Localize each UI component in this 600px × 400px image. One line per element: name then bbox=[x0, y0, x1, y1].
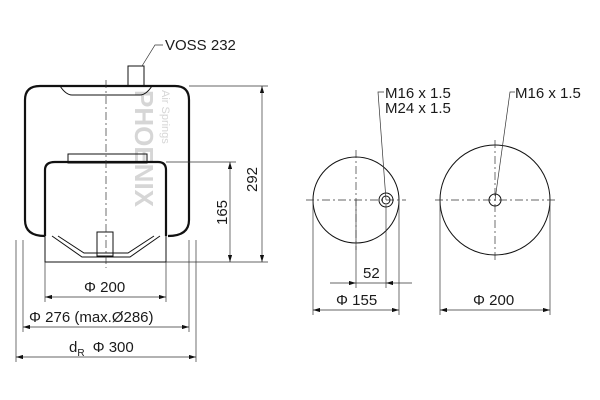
watermark-tagline: Air Springs bbox=[159, 90, 171, 144]
bellow-outline bbox=[23, 84, 191, 238]
thread-leader bbox=[494, 91, 515, 201]
rolling-diameter-text: dR Φ 300 bbox=[69, 339, 134, 359]
piston-insert bbox=[96, 231, 114, 257]
bottom-view: M16 x 1.5 Φ 200 bbox=[435, 85, 581, 315]
piston-outline bbox=[43, 160, 168, 236]
top-plate bbox=[59, 85, 153, 96]
height-piston-label: 165 bbox=[214, 200, 231, 225]
rolling-diameter-label: Φ 300 bbox=[93, 339, 134, 356]
thread-1-label: M16 x 1.5 bbox=[385, 85, 451, 102]
side-view: VOSS 232 292 165 Φ 200 Φ 276 (max.Ø286) … bbox=[15, 37, 268, 362]
fitting bbox=[127, 65, 145, 87]
rolling-prefix: d bbox=[69, 339, 77, 356]
top-view: M16 x 1.5 M24 x 1.5 52 Φ 155 bbox=[306, 85, 451, 315]
piston-top bbox=[67, 153, 148, 164]
thread-2-label: M24 x 1.5 bbox=[385, 100, 451, 117]
rolling-subscript: R bbox=[77, 348, 84, 359]
thread-leader bbox=[377, 91, 387, 201]
piston-base bbox=[44, 236, 167, 263]
bottom-diameter-label: Φ 200 bbox=[473, 292, 514, 309]
center-hole bbox=[488, 193, 502, 207]
offset-label: 52 bbox=[363, 265, 380, 282]
thread-label: M16 x 1.5 bbox=[515, 85, 581, 102]
watermark-brand: PHOENIX bbox=[129, 90, 159, 208]
watermark: PHOENIX Air Springs bbox=[129, 90, 171, 208]
height-total-label: 292 bbox=[244, 167, 261, 192]
fitting-label: VOSS 232 bbox=[165, 37, 236, 54]
bellow-diameter-label: Φ 276 (max.Ø286) bbox=[29, 309, 154, 326]
piston-diameter-label: Φ 200 bbox=[84, 279, 125, 296]
fitting-leader bbox=[141, 44, 163, 67]
top-diameter-label: Φ 155 bbox=[336, 292, 377, 309]
